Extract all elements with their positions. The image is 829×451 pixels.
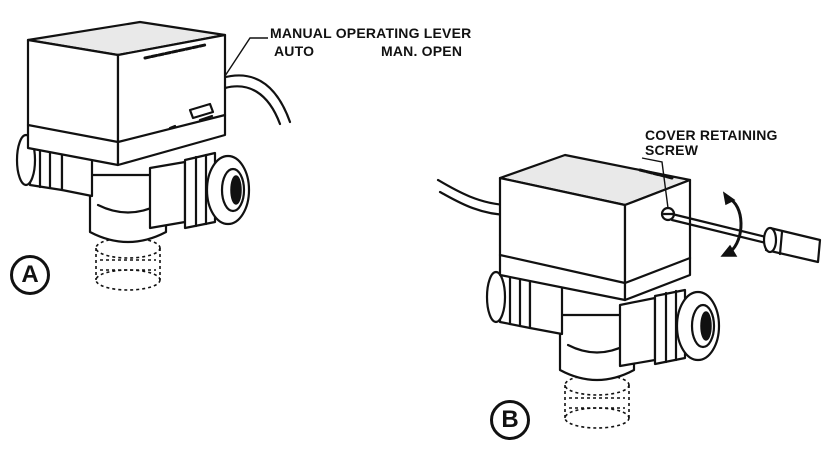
cable-a-inner: [223, 85, 282, 126]
actuator-front-a: [26, 38, 120, 167]
dashed-pipe-a: [95, 237, 161, 291]
manual-lever-a[interactable]: [188, 102, 215, 120]
actuator-box-a: [26, 20, 227, 167]
right-fitting-a: [148, 151, 251, 230]
screw-leader-line: [641, 157, 669, 209]
valve-b: [436, 153, 822, 429]
actuator-side-a: [116, 33, 227, 167]
cover-screw-label-line1: COVER RETAINING: [645, 127, 778, 143]
man-open-label: MAN. OPEN: [381, 43, 463, 59]
figure-marker-b: B: [490, 400, 530, 440]
curved-arrow-icon: [720, 191, 743, 257]
actuator-box-b: [498, 153, 692, 302]
figure-marker-a: A: [10, 255, 50, 295]
valve-body-a: [88, 173, 168, 244]
valve-a: [15, 20, 292, 291]
auto-label: AUTO: [274, 43, 315, 59]
lever-leader-line: [224, 37, 268, 77]
cover-screw-label-line2: SCREW: [645, 142, 699, 158]
dashed-pipe-b: [564, 374, 630, 429]
manual-lever-label: MANUAL OPERATING LEVER: [270, 25, 472, 41]
cable-a: [220, 74, 292, 124]
valve-body-b: [558, 313, 636, 381]
right-fitting-b: [618, 288, 721, 368]
screwdriver-icon: [670, 212, 822, 264]
